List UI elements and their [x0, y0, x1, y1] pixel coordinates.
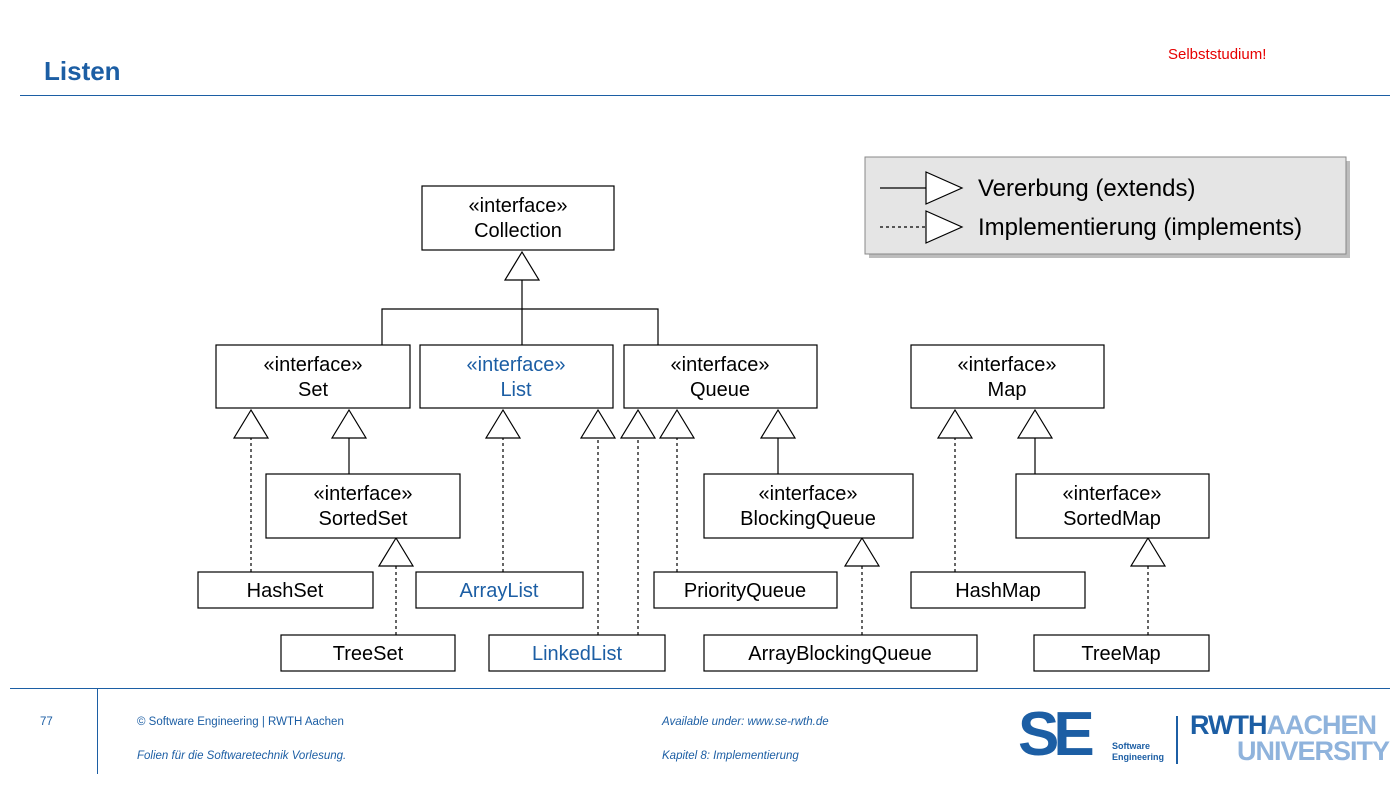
legend-extends-label: Vererbung (extends): [978, 175, 1195, 202]
interface-name: BlockingQueue: [740, 508, 876, 530]
interface-name: Map: [988, 379, 1027, 401]
stereotype-label: «interface»: [759, 483, 858, 505]
interface-sortedmap: «interface» SortedMap: [1015, 473, 1210, 539]
interface-list: «interface» List: [419, 344, 614, 409]
class-name: TreeMap: [1081, 643, 1160, 665]
self-study-badge: Selbststudium!: [1168, 46, 1267, 63]
stereotype-label: «interface»: [467, 354, 566, 376]
page-title: Listen: [44, 56, 121, 86]
stereotype-label: «interface»: [958, 354, 1057, 376]
footer-course: Folien für die Softwaretechnik Vorlesung…: [137, 750, 347, 762]
interface-name: SortedSet: [319, 508, 408, 530]
interface-name: Collection: [474, 220, 562, 242]
class-name: HashSet: [247, 580, 324, 602]
interface-queue: «interface» Queue: [623, 344, 818, 409]
edge-collection-bus: [381, 308, 659, 345]
legend-implements-label: Implementierung (implements): [978, 214, 1302, 241]
footer-copyright: © Software Engineering | RWTH Aachen: [137, 716, 344, 728]
arrowhead-collection: [503, 250, 541, 281]
se-logo-letters: SE: [1018, 700, 1095, 769]
stereotype-label: «interface»: [671, 354, 770, 376]
interface-name: Set: [298, 379, 328, 401]
class-priorityqueue: PriorityQueue: [653, 571, 838, 609]
interface-name: Queue: [690, 379, 750, 401]
class-hashmap: HashMap: [910, 571, 1086, 609]
class-arraylist: ArrayList: [415, 571, 584, 609]
header-divider: [20, 95, 1390, 96]
extends-arrow-icon: [880, 171, 964, 205]
stereotype-label: «interface»: [1063, 483, 1162, 505]
footer-vertical-divider: [97, 688, 98, 774]
class-name: ArrayList: [460, 580, 539, 602]
class-arrayblockingqueue: ArrayBlockingQueue: [703, 634, 978, 672]
class-treemap: TreeMap: [1033, 634, 1210, 672]
se-logo-subtitle-line1: Software: [1112, 741, 1151, 751]
rwth-logo-dark: RWTH: [1190, 710, 1267, 740]
footer-divider: [10, 688, 1390, 689]
class-name: HashMap: [955, 580, 1041, 602]
footer-available: Available under: www.se-rwth.de: [662, 716, 829, 728]
class-hashset: HashSet: [197, 571, 374, 609]
page-number: 77: [40, 716, 53, 728]
inheritance-edges: [232, 250, 1167, 635]
class-treeset: TreeSet: [280, 634, 456, 672]
interface-set: «interface» Set: [215, 344, 411, 409]
se-logo-subtitle-line2: Engineering: [1112, 752, 1165, 762]
interface-collection: «interface» Collection: [421, 185, 615, 251]
logo-separator: [1176, 716, 1178, 764]
stereotype-label: «interface»: [264, 354, 363, 376]
stereotype-label: «interface»: [469, 195, 568, 217]
rwth-logo-light-1: AACHEN: [1266, 710, 1378, 740]
class-name: ArrayBlockingQueue: [748, 643, 931, 665]
class-linkedlist: LinkedList: [488, 634, 666, 672]
legend: Vererbung (extends) Implementierung (imp…: [864, 156, 1350, 258]
interface-name: List: [500, 379, 532, 401]
class-name: LinkedList: [532, 643, 623, 665]
class-name: TreeSet: [333, 643, 404, 665]
interface-name: SortedMap: [1063, 508, 1161, 530]
rwth-logo-line1: RWTHAACHEN: [1190, 710, 1378, 740]
se-logo-subtitle: Software Engineering: [1112, 741, 1164, 763]
interface-sortedset: «interface» SortedSet: [265, 473, 461, 539]
class-name: PriorityQueue: [684, 580, 806, 602]
interface-blockingqueue: «interface» BlockingQueue: [703, 473, 914, 539]
rwth-logo-line2: UNIVERSITY: [1237, 736, 1390, 766]
implements-arrow-icon: [880, 210, 964, 244]
footer-chapter: Kapitel 8: Implementierung: [662, 750, 799, 762]
interface-map: «interface» Map: [910, 344, 1105, 409]
stereotype-label: «interface»: [314, 483, 413, 505]
